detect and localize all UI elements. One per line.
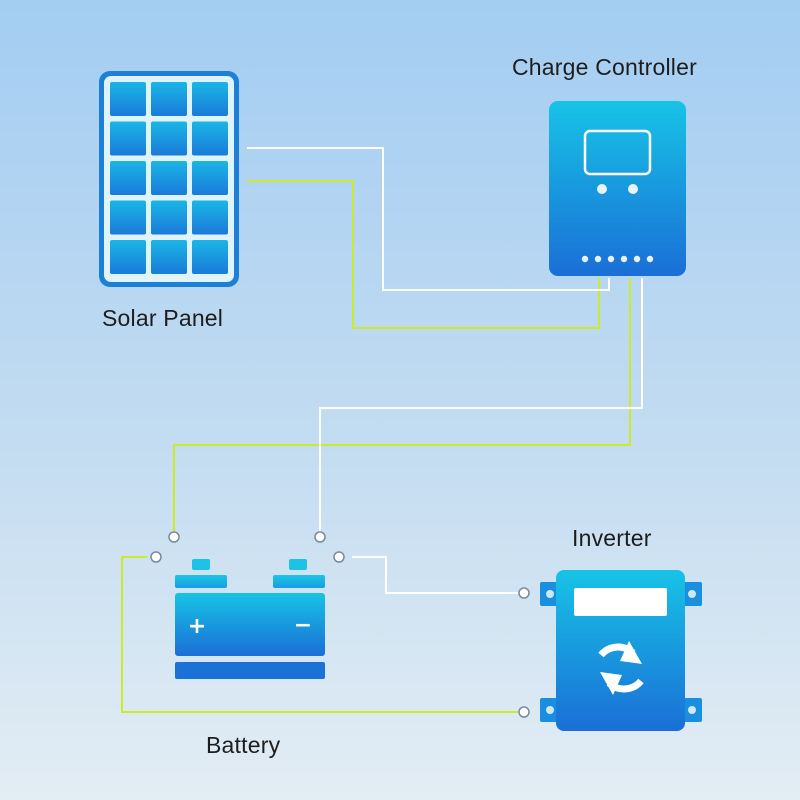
controller-terminals: [581, 255, 654, 263]
battery: + −: [150, 531, 345, 679]
controller-terminal-dot: [620, 255, 628, 263]
controller-button-left: [597, 184, 607, 194]
solar-cell: [151, 82, 187, 116]
label-battery: Battery: [206, 732, 281, 758]
wire-panel-to-controller-negative: [247, 180, 600, 329]
battery-base: [175, 662, 325, 679]
solar-cell: [110, 82, 146, 116]
solar-cells: [110, 82, 228, 274]
solar-cell: [151, 121, 187, 156]
solar-cell: [192, 121, 228, 156]
battery-body: [175, 593, 325, 656]
wiring: [121, 147, 643, 713]
wire-controller-to-battery-negative: [173, 278, 631, 532]
label-charge-controller: Charge Controller: [512, 54, 697, 80]
label-solar-panel: Solar Panel: [102, 305, 224, 331]
solar-panel: [99, 71, 239, 287]
refresh-cycle-icon: [598, 641, 644, 695]
controller-display: [583, 129, 652, 176]
controller-terminal-dot: [607, 255, 615, 263]
battery-positive-sign: +: [188, 614, 206, 639]
controller-terminal-dot: [594, 255, 602, 263]
inverter: [518, 570, 702, 731]
solar-cell: [151, 200, 187, 235]
wire-battery-to-inverter-negative: [121, 556, 518, 713]
controller-terminal-dot: [633, 255, 641, 263]
inverter-terminal-positive-ring-icon: [518, 587, 530, 599]
wire-controller-to-battery-positive: [319, 278, 643, 532]
solar-cell: [151, 161, 187, 195]
battery-terminal-positive-ring-icon: [314, 531, 326, 543]
battery-negative-sign: −: [294, 613, 312, 638]
battery-terminal-positive-out-ring-icon: [333, 551, 345, 563]
battery-terminal-negative-ring-icon: [168, 531, 180, 543]
inverter-display: [574, 588, 667, 616]
controller-button-right: [628, 184, 638, 194]
solar-cell: [110, 161, 146, 195]
wire-panel-to-controller-positive: [247, 147, 610, 291]
solar-cell: [110, 121, 146, 156]
solar-cell: [192, 240, 228, 274]
inverter-terminal-negative-ring-icon: [518, 706, 530, 718]
charge-controller: [549, 101, 686, 276]
solar-cell: [110, 240, 146, 274]
solar-cell: [192, 200, 228, 235]
battery-post-right: [289, 559, 307, 570]
solar-cell: [151, 240, 187, 274]
battery-post-left: [192, 559, 210, 570]
solar-cell: [192, 82, 228, 116]
solar-cell: [192, 161, 228, 195]
controller-terminal-dot: [646, 255, 654, 263]
battery-terminal-negative-out-ring-icon: [150, 551, 162, 563]
controller-terminal-dot: [581, 255, 589, 263]
wire-battery-to-inverter-positive: [352, 556, 518, 594]
label-inverter: Inverter: [572, 525, 652, 551]
solar-cell: [110, 200, 146, 235]
